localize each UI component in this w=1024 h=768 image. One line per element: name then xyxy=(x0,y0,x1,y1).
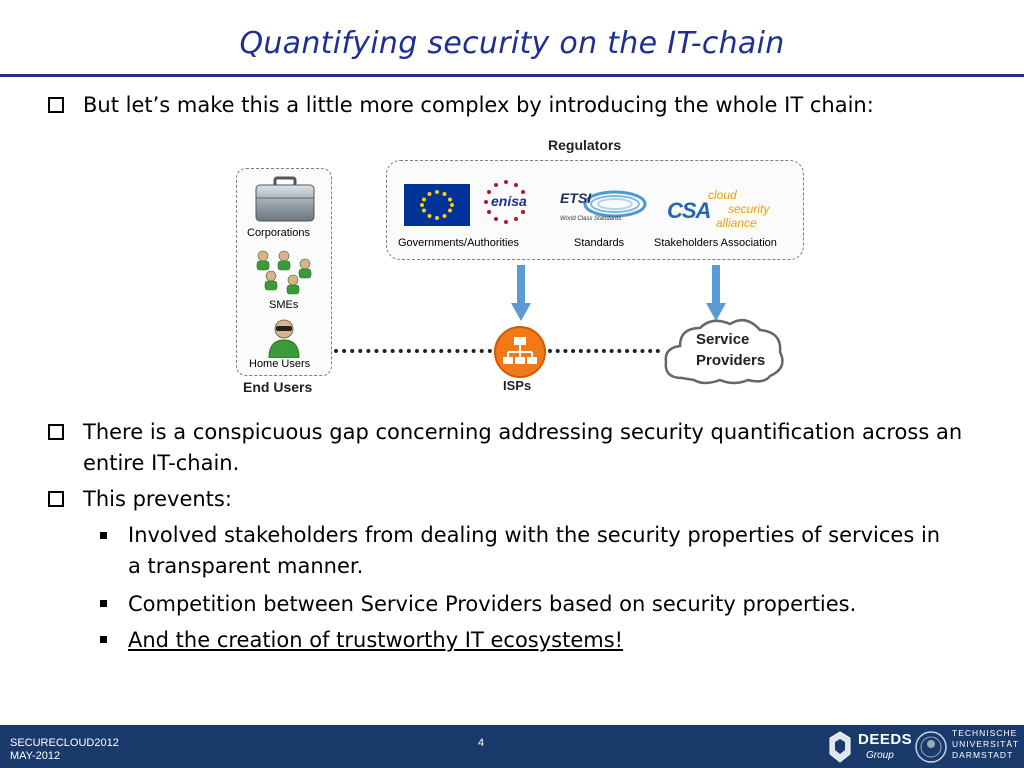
governments-authorities-label: Governments/Authorities xyxy=(398,237,520,249)
csa-text: CSA xyxy=(667,198,711,223)
checkbox-bullet-icon xyxy=(48,424,64,440)
sub-bullet-competition: Competition between Service Providers ba… xyxy=(128,592,857,616)
home-user-icon xyxy=(268,319,300,358)
sub-bullet-stakeholders: Involved stakeholders from dealing with … xyxy=(128,523,941,578)
connector-isps-providers xyxy=(548,349,660,353)
service-providers-label-line2: Providers xyxy=(696,352,766,369)
tu-darmstadt-text: TECHNISCHE UNIVERSITÄT DARMSTADT xyxy=(952,728,1019,761)
bullet-intro: But let’s make this a little more comple… xyxy=(83,93,874,117)
enisa-logo-icon xyxy=(484,180,525,224)
tu-line-1: TECHNISCHE xyxy=(952,728,1018,738)
tu-darmstadt-seal-icon xyxy=(915,731,947,763)
connector-endusers-isps xyxy=(334,349,492,353)
etsi-text: ETSI xyxy=(560,190,592,206)
csa-word-security: security xyxy=(728,202,770,216)
tu-line-3: DARMSTADT xyxy=(952,750,1014,760)
end-users-label: End Users xyxy=(243,379,313,395)
csa-word-cloud: cloud xyxy=(708,188,737,202)
service-providers-cloud-icon xyxy=(664,318,784,385)
page-number: 4 xyxy=(478,737,485,749)
tu-line-2: UNIVERSITÄT xyxy=(952,739,1020,749)
etsi-logo-icon xyxy=(583,190,647,218)
isp-network-icon xyxy=(494,326,546,378)
sme-people-icon xyxy=(256,250,312,295)
etsi-tagline: World Class Standards xyxy=(560,216,622,222)
down-arrow-service-providers xyxy=(706,265,726,321)
enisa-text: enisa xyxy=(491,193,527,209)
footer-date: MAY-2012 xyxy=(10,750,61,762)
sub-bullet-ecosystems: And the creation of trustworthy IT ecosy… xyxy=(128,628,624,652)
slide-title: Quantifying security on the IT-chain xyxy=(239,26,785,61)
bullet-prevents: This prevents: xyxy=(83,487,232,511)
briefcase-icon xyxy=(255,176,315,222)
smes-label: SMEs xyxy=(269,299,299,311)
square-bullet-icon xyxy=(100,600,107,607)
square-bullet-icon xyxy=(100,532,107,539)
regulators-title: Regulators xyxy=(548,137,622,153)
deeds-text: DEEDS xyxy=(858,731,913,748)
eu-flag-icon xyxy=(404,184,470,226)
corporations-label: Corporations xyxy=(247,227,310,239)
down-arrow-isps xyxy=(511,265,531,321)
bullet-gap: There is a conspicuous gap concerning ad… xyxy=(83,420,963,475)
deeds-group-text: Group xyxy=(866,750,894,761)
square-bullet-icon xyxy=(100,636,107,643)
home-users-label: Home Users xyxy=(249,358,311,370)
csa-word-alliance: alliance xyxy=(716,216,757,230)
deeds-logo-icon xyxy=(829,731,851,763)
title-divider xyxy=(0,74,1024,77)
checkbox-bullet-icon xyxy=(48,97,64,113)
checkbox-bullet-icon xyxy=(48,491,64,507)
footer-event: SECURECLOUD2012 xyxy=(10,737,119,749)
isps-label: ISPs xyxy=(503,378,532,393)
standards-label: Standards xyxy=(574,237,625,249)
footer-bar: SECURECLOUD2012 MAY-2012 4 xyxy=(0,725,1024,768)
stakeholders-association-label: Stakeholders Association xyxy=(654,237,777,249)
service-providers-label-line1: Service xyxy=(696,331,750,348)
